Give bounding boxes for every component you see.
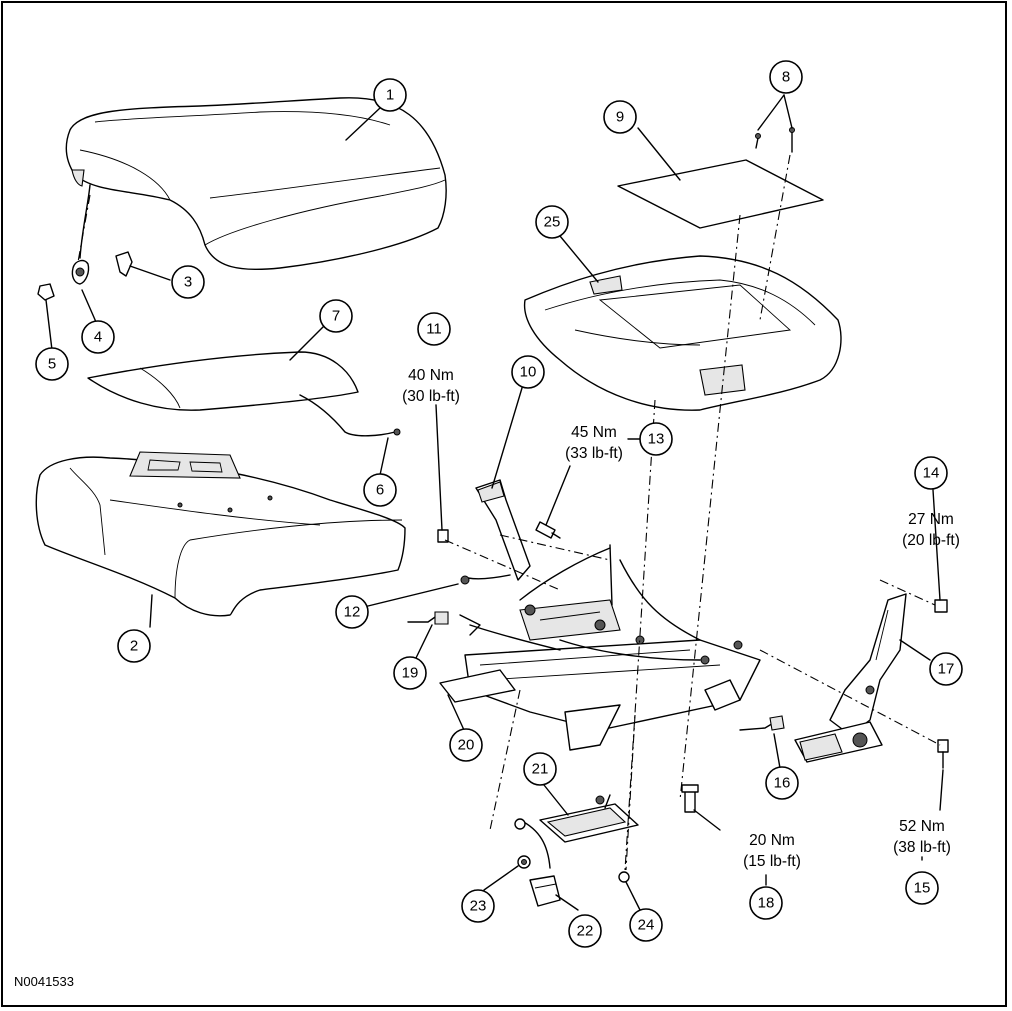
callout-1: 1 [373, 78, 407, 112]
torque-14-metric: 27 Nm [908, 511, 954, 528]
callout-2: 2 [117, 629, 151, 663]
torque-18-imperial: (15 lb-ft) [743, 853, 801, 870]
control-module [514, 794, 639, 869]
torque-15-imperial: (38 lb-ft) [893, 839, 951, 856]
seat-belt-buckle [460, 479, 531, 585]
torque-11-metric: 40 Nm [408, 367, 454, 384]
figure-id: N0041533 [14, 974, 74, 989]
callout-3: 3 [171, 265, 205, 299]
svg-text:9: 9 [616, 109, 624, 126]
seat-heater-pad [87, 351, 401, 437]
torque-13-imperial: (33 lb-ft) [565, 445, 623, 462]
harness-connector [407, 611, 481, 636]
callout-7: 7 [319, 299, 353, 333]
callout-12: 12 [335, 595, 369, 629]
assembly-centerlines [77, 154, 941, 871]
seat-rail [439, 669, 516, 703]
callout-6: 6 [363, 473, 397, 507]
callout-17: 17 [929, 652, 963, 686]
callout-22: 22 [568, 914, 602, 948]
seat-motor [739, 715, 883, 763]
callout-21: 21 [523, 752, 557, 786]
svg-text:25: 25 [544, 214, 561, 231]
callout-4: 4 [81, 320, 115, 354]
callout-16: 16 [765, 766, 799, 800]
callout-5: 5 [35, 347, 69, 381]
leader-lines [45, 94, 944, 911]
torque-18-metric: 20 Nm [749, 832, 795, 849]
svg-text:24: 24 [638, 917, 655, 934]
svg-text:10: 10 [520, 364, 537, 381]
svg-text:21: 21 [532, 761, 549, 778]
svg-text:20: 20 [458, 737, 475, 754]
svg-text:17: 17 [938, 661, 955, 678]
seat-pan [523, 255, 842, 411]
seat-bracket [829, 593, 907, 736]
svg-text:16: 16 [774, 775, 791, 792]
nuts [517, 855, 630, 883]
callout-13: 13 [639, 422, 673, 456]
callout-24: 24 [629, 908, 663, 942]
svg-text:3: 3 [184, 274, 192, 291]
bolts [437, 521, 949, 813]
callout-14: 14 [914, 456, 948, 490]
callout-8: 8 [769, 60, 803, 94]
wiring-connector [529, 875, 561, 907]
callout-20: 20 [449, 728, 483, 762]
svg-text:23: 23 [470, 898, 487, 915]
torque-11-imperial: (30 lb-ft) [402, 388, 460, 405]
cover-plate [617, 127, 824, 229]
callout-19: 19 [393, 656, 427, 690]
svg-text:2: 2 [130, 638, 138, 655]
callout-25: 25 [535, 205, 569, 239]
callout-18: 18 [749, 886, 783, 920]
svg-text:6: 6 [376, 482, 384, 499]
callout-10: 10 [511, 355, 545, 389]
svg-text:8: 8 [782, 69, 790, 86]
svg-text:18: 18 [758, 895, 775, 912]
callout-9: 9 [603, 100, 637, 134]
svg-text:15: 15 [914, 880, 931, 897]
svg-text:19: 19 [402, 665, 419, 682]
svg-text:22: 22 [577, 923, 594, 940]
svg-text:1: 1 [386, 87, 394, 104]
svg-text:7: 7 [332, 308, 340, 325]
callout-11: 11 [417, 312, 451, 346]
svg-text:4: 4 [94, 329, 102, 346]
callout-15: 15 [905, 871, 939, 905]
seat-cushion [35, 451, 406, 617]
svg-text:13: 13 [648, 431, 665, 448]
svg-text:14: 14 [923, 465, 940, 482]
torque-13-metric: 45 Nm [571, 424, 617, 441]
seat-track-frame [464, 544, 761, 751]
torque-15-metric: 52 Nm [899, 818, 945, 835]
cushion-clips [37, 184, 133, 301]
svg-text:11: 11 [426, 321, 442, 338]
torque-14-imperial: (20 lb-ft) [902, 532, 960, 549]
seat-cushion-cover [65, 97, 447, 271]
callout-23: 23 [461, 889, 495, 923]
svg-text:12: 12 [344, 604, 361, 621]
svg-text:5: 5 [48, 356, 56, 373]
